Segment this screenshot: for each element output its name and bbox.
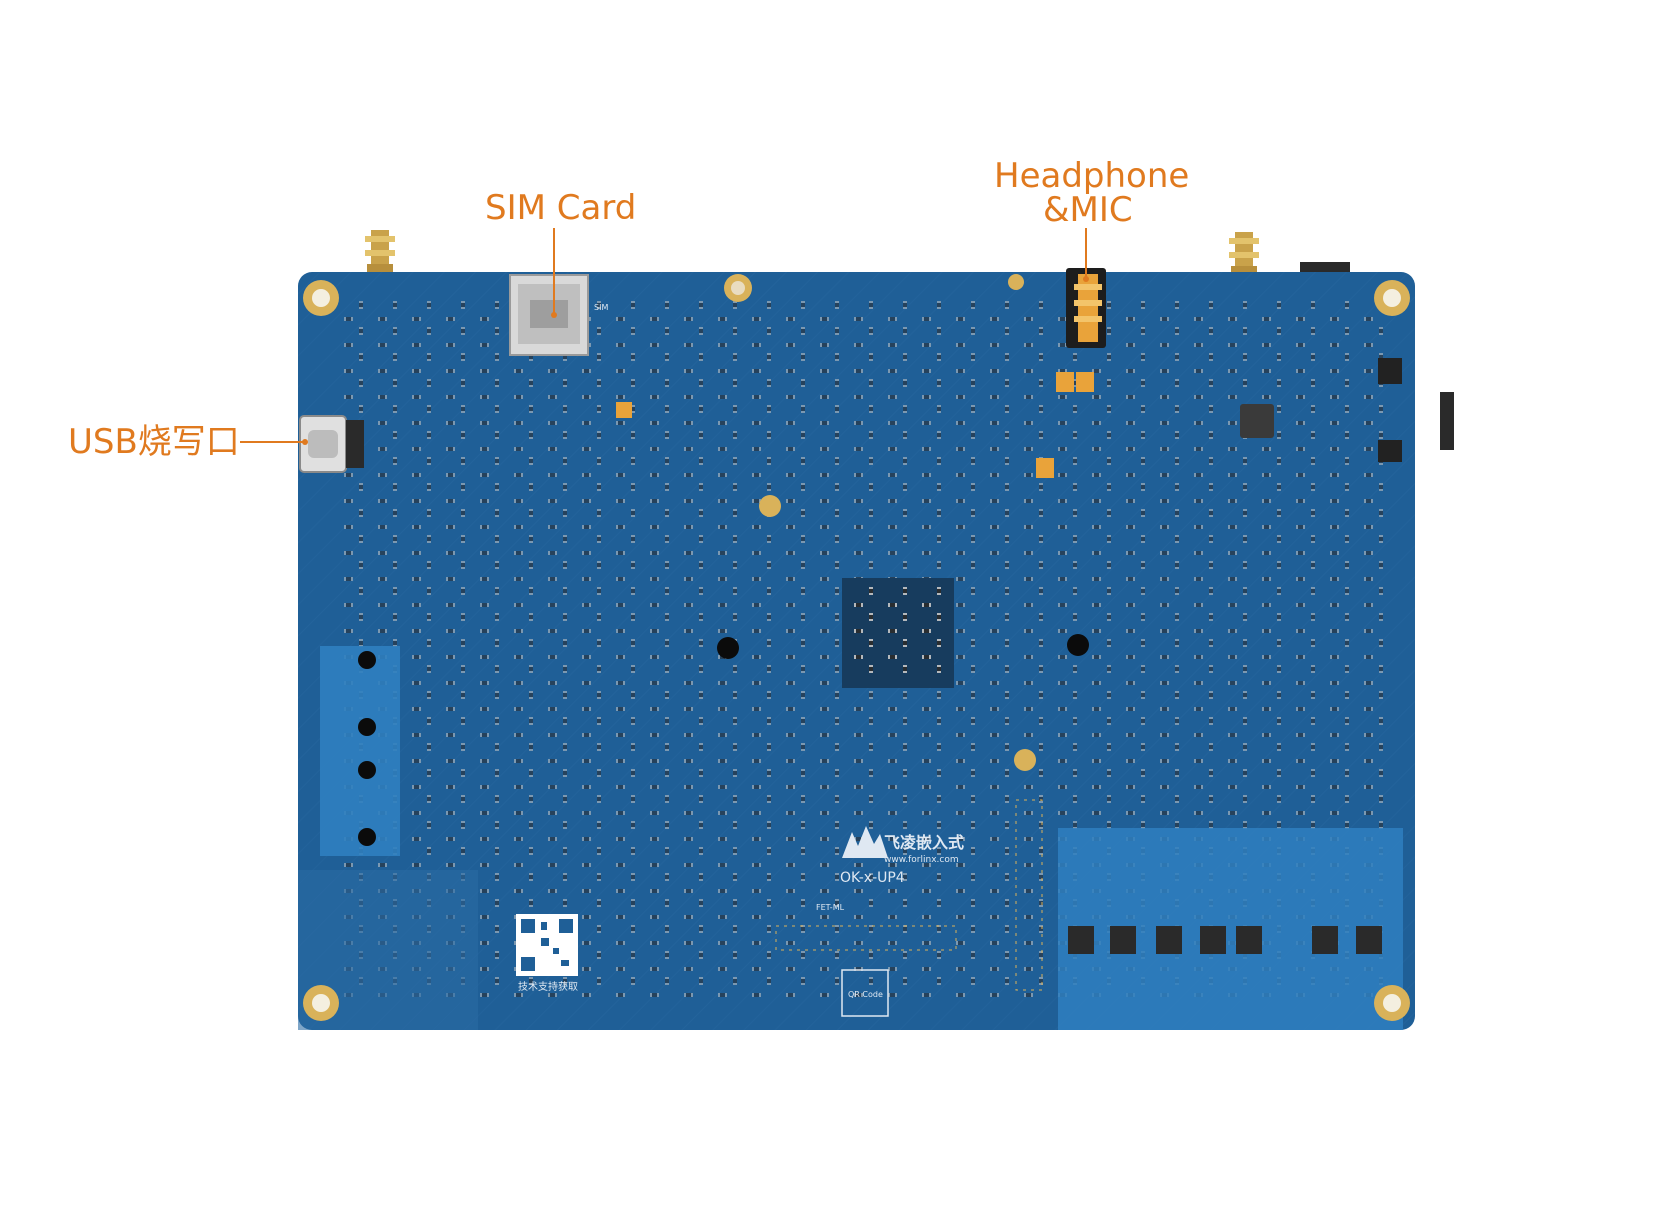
qr-code-placeholder-label: QR Code <box>848 990 883 999</box>
sma-antenna-left <box>365 230 395 274</box>
headphone-callout-line2: &MIC <box>1043 190 1133 230</box>
sim-card-callout: SIM Card <box>485 188 637 228</box>
headphone-leader <box>1085 228 1087 280</box>
qr-code-placeholder <box>841 969 889 1017</box>
headphone-callout-line1: Headphone <box>994 156 1190 196</box>
via-hole <box>1008 274 1024 290</box>
qr-caption: 技术支持获取 <box>518 980 578 993</box>
headphone-leader-dot <box>1083 276 1089 282</box>
model-silk: OK-x-UP4 <box>840 870 905 886</box>
left-ground-zone <box>320 646 400 856</box>
sma-antenna-right <box>1229 232 1259 276</box>
screw-hole <box>1067 634 1089 656</box>
usb-leader <box>240 441 306 443</box>
sim-card-leader <box>553 228 555 316</box>
mounting-hole-top-mid <box>724 274 752 302</box>
brand-silk: 飞凌嵌入式 <box>884 833 964 852</box>
pin-header <box>775 925 957 951</box>
mounting-hole-tr <box>1374 280 1410 316</box>
sim-card-leader-dot <box>551 312 557 318</box>
fet-silk: FET-ML <box>816 903 845 912</box>
usb-callout: USB烧写口 <box>68 422 240 462</box>
usb-leader-dot <box>302 439 308 445</box>
usb-type-c-port <box>299 415 364 473</box>
mounting-hole-tl <box>303 280 339 316</box>
sim-card-slot <box>509 274 589 356</box>
sim-silk-label: SIM <box>594 303 608 312</box>
mounting-hole-br <box>1374 985 1410 1021</box>
via-hole <box>759 495 781 517</box>
brand-url-silk: www.forlinx.com <box>884 855 959 865</box>
headphone-jack <box>1066 268 1106 348</box>
screw-hole <box>717 637 739 659</box>
forlinx-logo-icon <box>842 826 888 858</box>
via-hole <box>1014 749 1036 771</box>
mounting-hole-bl <box>303 985 339 1021</box>
power-zone <box>1058 828 1403 1030</box>
soc-chip <box>842 578 954 688</box>
qr-code <box>516 914 578 976</box>
